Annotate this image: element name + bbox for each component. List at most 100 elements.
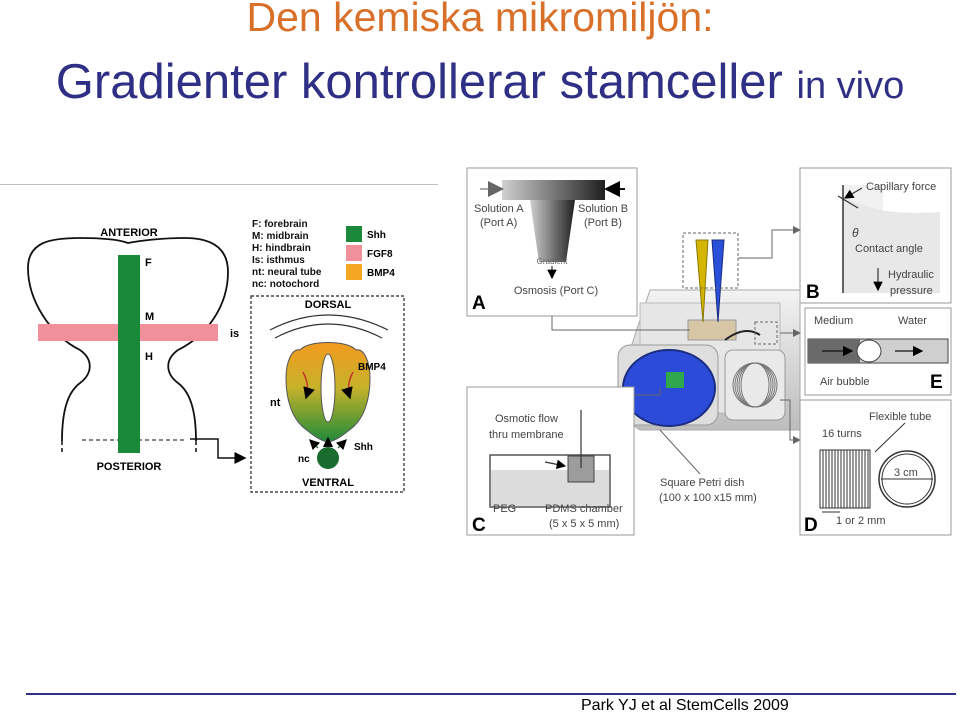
petri-size-label: (100 x 100 x15 mm) [659,492,757,504]
gradient-label: Gradient [537,257,568,266]
key-hindbrain: H: hindbrain [252,243,311,254]
f-label: F [145,257,152,269]
divider-line [0,184,438,185]
title-main: Gradienter kontrollerar stamceller [55,55,783,109]
nc-label: nc [298,454,310,465]
flexible-leader [874,422,906,453]
slide-title-line2: Gradienter kontrollerar stamceller in vi… [0,54,960,110]
osmotic-arrow [544,459,567,470]
citation: Park YJ et al StemCells 2009 [581,697,789,714]
legend-swatch-fgf8 [346,245,362,261]
flexible-label: Flexible tube [869,411,931,423]
contact-label: Contact angle [855,243,923,255]
pdms-chamber-top [666,372,684,388]
air-bubble [856,339,882,363]
key-neural-tube: nt: neural tube [252,267,322,278]
posterior-label: POSTERIOR [97,461,162,473]
pdms-label: PDMS chamber [545,503,623,515]
brain-outline [27,237,229,442]
section-box [250,295,405,493]
thru-label: thru membrane [489,429,564,441]
ectoderm-arc-1 [269,314,389,331]
pdms-size-label: (5 x 5 x 5 mm) [549,518,619,530]
osmosis-label: Osmosis (Port C) [514,285,598,297]
is-label: is [230,328,239,340]
leader-d [780,399,801,444]
nt-label: nt [270,397,281,409]
title-in-vivo: in vivo [796,65,905,107]
key-midbrain: M: midbrain [252,231,309,242]
shh-label: Shh [354,442,373,453]
legend-swatch-bmp4 [346,264,362,280]
ectoderm-arc-2 [274,323,383,339]
m-label: M [145,311,154,323]
panel-a-gradient [530,200,575,262]
legend-label-fgf8: FGF8 [367,249,393,260]
neural-tube-section: DORSAL BMP4 nt Shh nc VENTRAL [250,295,405,493]
tube-box [754,321,778,345]
bmp4-arrow-left [302,371,315,400]
key-isthmus: Is: isthmus [252,255,305,266]
diam-label: 3 cm [894,467,918,479]
notochord [317,447,339,469]
slide-title-line1: Den kemiska mikromiljön: [246,0,714,40]
shh-arrows [309,436,347,451]
pressure-label: pressure [890,285,933,297]
device-figure: Solution A (Port A) Solution B (Port B) … [466,167,952,536]
footer-line [26,693,956,695]
neural-lumen [320,353,336,423]
legend-label-bmp4: BMP4 [367,268,395,279]
panel-a-letter: A [472,293,486,314]
water-label: Water [898,315,927,327]
dorsal-label: DORSAL [305,299,352,311]
brain-key: F: forebrain M: midbrain H: hindbrain Is… [252,219,322,290]
brain-legend: Shh FGF8 BMP4 [346,226,395,280]
ventral-label: VENTRAL [302,477,354,489]
legend-swatch-shh [346,226,362,242]
size-label: 1 or 2 mm [836,515,886,527]
key-notochord: nc: notochord [252,279,319,290]
yellow-pipette [695,239,709,323]
leader-c [634,388,661,396]
air-label: Air bubble [820,376,870,388]
petri-label: Square Petri dish [660,477,744,489]
theta-label: θ [852,226,859,240]
hydraulic-label: Hydraulic [888,269,934,281]
tubing [724,330,761,341]
coil-well [724,349,786,421]
bmp4-arrow-right [341,371,354,400]
medium-label: Medium [814,315,853,327]
anterior-label: ANTERIOR [100,227,158,239]
turns-label: 16 turns [822,428,862,440]
panel-b-liquid [843,196,940,293]
bmp4-label: BMP4 [358,362,386,373]
key-forebrain: F: forebrain [252,219,308,230]
blue-pipette [711,239,725,323]
pipette-box [682,232,739,289]
port-b: (Port B) [584,217,622,229]
brain-diagram: ANTERIOR POSTERIOR F M H is [27,227,247,473]
panel-c-letter: C [472,515,486,536]
brain-to-section-arrow [190,438,247,464]
coil-turns [822,450,869,508]
leader-a [551,316,690,331]
solution-b: Solution B [578,203,628,215]
panel-d-letter: D [804,515,818,536]
tube-coil [732,362,778,408]
panel-b-tangent [837,195,859,209]
petri-leader [659,429,701,475]
legend-label-shh: Shh [367,230,386,241]
port-a: (Port A) [480,217,517,229]
capillary-arrow [843,187,863,199]
osmotic-label: Osmotic flow [495,413,558,425]
panel-a-channel [502,180,605,200]
panel-e-letter: E [930,372,943,393]
capillary-label: Capillary force [866,181,936,193]
shh-band [118,255,140,453]
panel-b-letter: B [806,282,820,303]
h-label: H [145,351,153,363]
peg-label: PEG [493,503,516,515]
solution-a: Solution A [474,203,524,215]
leader-b [738,226,801,259]
